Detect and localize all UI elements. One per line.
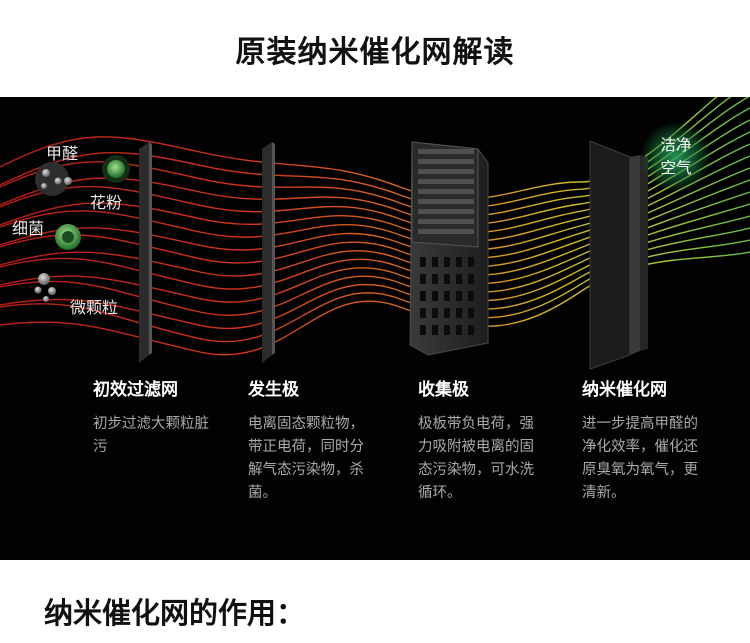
fine-particles-icon <box>34 273 56 302</box>
collector-fin <box>418 229 474 234</box>
stage-desc-collector: 极板带负电荷，强力吸附被电离的固态污染物，可水洗循环。 <box>418 416 534 501</box>
diagram-panel: 甲醛 花粉 细菌 微颗粒 洁净空气 初效过滤网 初步过滤大颗粒脏污 发生极 电离… <box>0 97 750 560</box>
stage-desc-generator: 电离固态颗粒物，带正电荷，同时分解气态污染物，杀菌。 <box>248 416 364 501</box>
fine-particles-label: 微颗粒 <box>70 298 119 317</box>
collector-slot <box>468 274 474 284</box>
page-title: 原装纳米催化网解读 <box>0 0 750 97</box>
collector-slot <box>420 325 426 335</box>
stage-title-nano-mesh: 纳米催化网 <box>582 380 667 400</box>
collector-slot <box>420 257 426 267</box>
bacteria-icon <box>55 224 81 250</box>
stage-title-collector: 收集极 <box>418 380 469 400</box>
collector-slot <box>456 308 462 318</box>
collector-slot <box>468 308 474 318</box>
formaldehyde-icon <box>35 162 72 196</box>
collector-slot <box>432 308 438 318</box>
pollen-icon <box>102 155 130 183</box>
collector-fin <box>418 189 474 194</box>
stage-title-primary-filter: 初效过滤网 <box>93 380 178 400</box>
collector-slot <box>420 308 426 318</box>
primary-filter-plate <box>139 142 152 363</box>
collector-fin <box>418 149 474 154</box>
collector-slot <box>420 291 426 301</box>
stage-desc-nano-mesh: 进一步提高甲醛的净化效率，催化还原臭氧为氧气，更清新。 <box>582 416 698 501</box>
collector-fin <box>418 179 474 184</box>
collector-slot <box>468 257 474 267</box>
section-title: 纳米催化网的作用： <box>44 596 306 630</box>
collector-slot <box>420 274 426 284</box>
collector-slot <box>468 325 474 335</box>
generator-plate <box>262 142 275 363</box>
airflow-scene <box>0 97 750 370</box>
pollen-label: 花粉 <box>90 193 123 212</box>
collector-fin <box>418 199 474 204</box>
collector-slot <box>456 257 462 267</box>
collector-slot <box>456 325 462 335</box>
collector-slot <box>456 274 462 284</box>
stage-desc-primary-filter: 初步过滤大颗粒脏污 <box>93 416 209 455</box>
collector-slot <box>468 291 474 301</box>
bacteria-label: 细菌 <box>12 219 45 238</box>
collector-fin <box>418 169 474 174</box>
nano-catalytic-mesh <box>589 140 648 370</box>
collector-slot <box>456 291 462 301</box>
collector-slot <box>444 274 450 284</box>
stage-title-generator: 发生极 <box>248 380 299 400</box>
collector-slot <box>444 325 450 335</box>
collector-fin <box>418 219 474 224</box>
collector-slot <box>444 257 450 267</box>
collector-slot <box>444 291 450 301</box>
collector-slot <box>432 274 438 284</box>
collector-fin <box>418 159 474 164</box>
collector-slot <box>432 257 438 267</box>
collector-slot <box>432 291 438 301</box>
collector-slot <box>444 308 450 318</box>
collector-slot <box>432 325 438 335</box>
collector-fin <box>418 209 474 214</box>
clean-air-badge: 洁净空气 <box>641 122 711 192</box>
clean-air-label: 洁净空气 <box>660 136 692 177</box>
formaldehyde-label: 甲醛 <box>46 144 79 163</box>
collector-box <box>409 141 489 356</box>
